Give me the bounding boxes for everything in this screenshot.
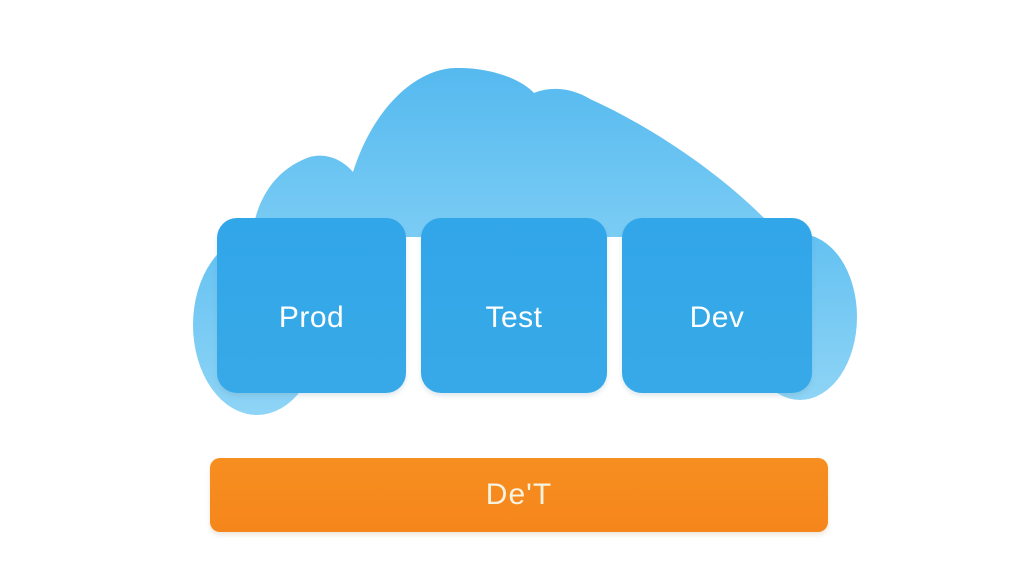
cloud-main-body [252, 67, 791, 237]
node-prod-label: Prod [278, 301, 345, 334]
node-test: Test [421, 218, 607, 393]
bottom-bar-label: De'T [485, 478, 553, 511]
node-test-label: Test [485, 301, 543, 334]
bottom-bar: De'T [210, 458, 828, 532]
node-dev-label: Dev [689, 301, 745, 334]
node-dev: Dev [622, 218, 812, 393]
node-prod: Prod [217, 218, 406, 393]
